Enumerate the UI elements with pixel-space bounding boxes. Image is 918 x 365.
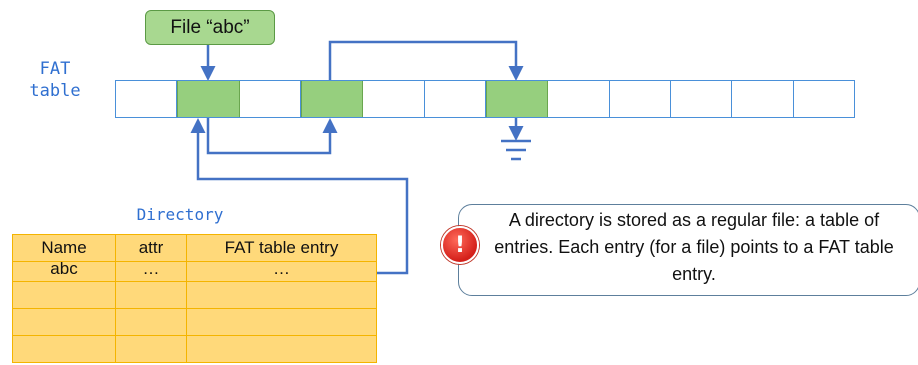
directory-title: Directory: [136, 205, 224, 224]
table-row: [12, 281, 377, 309]
fat-cell: [793, 81, 854, 117]
cell-fat-entry: [186, 308, 377, 336]
cell-attr: [115, 335, 187, 363]
directory-header-row: Name attr FAT table entry: [12, 234, 377, 262]
cell-attr: [115, 281, 187, 309]
directory-to-fat-arrow: [190, 118, 409, 275]
fat-cell: [670, 81, 733, 117]
cell-fat-entry: [186, 281, 377, 309]
fat-cell: [609, 81, 671, 117]
fat-chain-arrow-1: [206, 118, 338, 155]
cell-name: [12, 335, 116, 363]
cell-name: [12, 308, 116, 336]
fat-chain-arrow-2: [328, 40, 524, 81]
fat-cell-used: [177, 81, 240, 117]
fat-cell: [732, 81, 794, 117]
cell-name: [12, 281, 116, 309]
table-row: [12, 308, 377, 336]
directory-table: Name attr FAT table entry abc … …: [12, 234, 377, 363]
column-header-name: Name: [12, 234, 116, 262]
callout-text: A directory is stored as a regular file:…: [494, 210, 894, 284]
fat-cell: [424, 81, 486, 117]
alert-icon: !: [441, 226, 479, 264]
fat-table: [115, 80, 855, 118]
fat-cell-used: [485, 81, 549, 117]
fat-cell: [116, 81, 178, 117]
fat-cell: [548, 81, 610, 117]
table-row: abc … …: [12, 260, 377, 282]
file-label: File “abc”: [145, 10, 275, 45]
column-header-attr: attr: [115, 234, 187, 262]
fat-cell: [363, 81, 425, 117]
table-row: [12, 335, 377, 363]
ground-icon: [501, 139, 531, 161]
fat-table-label: FAT table: [29, 59, 81, 101]
fat-cell: [239, 81, 301, 117]
column-header-fat-entry: FAT table entry: [186, 234, 377, 262]
fat-cell-used: [300, 81, 364, 117]
cell-attr: [115, 308, 187, 336]
cell-attr: …: [115, 260, 187, 282]
cell-name: abc: [12, 260, 116, 282]
cell-fat-entry: …: [186, 260, 377, 282]
callout-box: [458, 204, 918, 296]
cell-fat-entry: [186, 335, 377, 363]
